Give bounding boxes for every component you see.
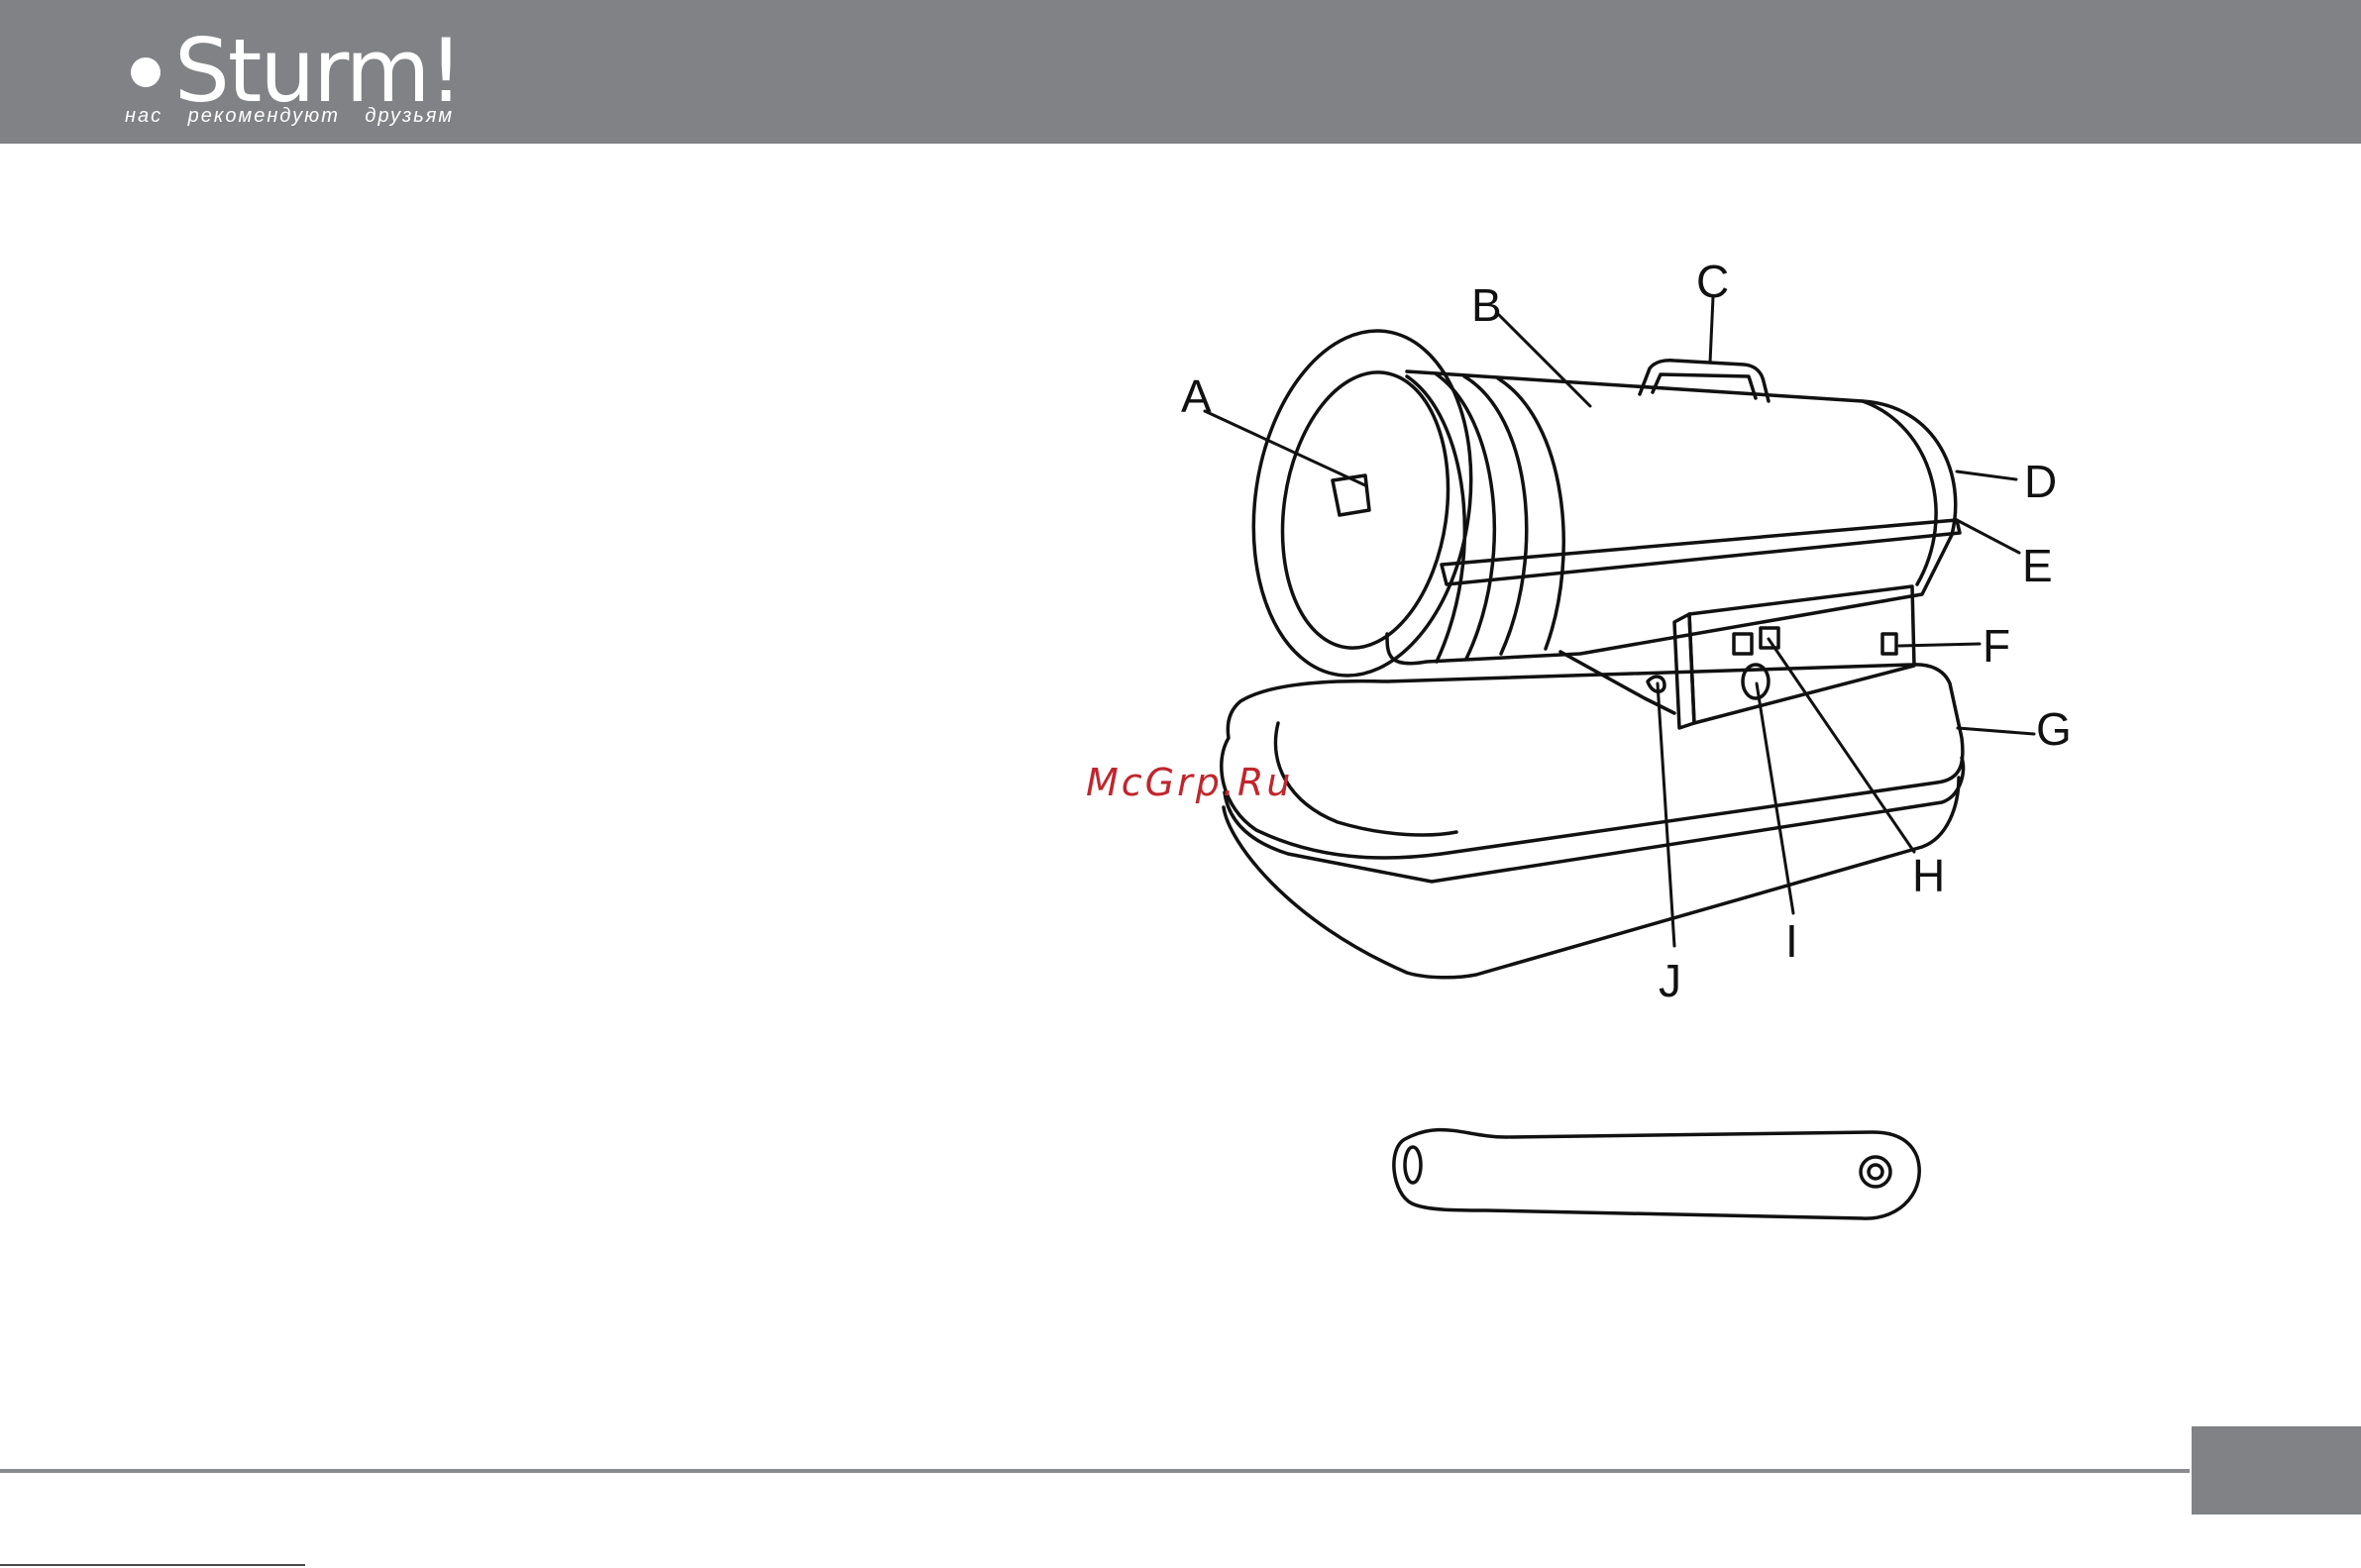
callout-line-j bbox=[1658, 683, 1674, 946]
spare-handle-outline bbox=[1394, 1130, 1919, 1219]
spare-handle-part bbox=[1394, 1130, 1919, 1219]
heater-nozzle-opening bbox=[1333, 475, 1369, 515]
label-g: G bbox=[2036, 703, 2072, 755]
heater-base-inner-edge bbox=[1276, 723, 1457, 835]
label-i: I bbox=[1785, 915, 1798, 967]
spare-handle-hole-left bbox=[1405, 1147, 1421, 1183]
heater-front-ring-outer bbox=[1233, 317, 1493, 690]
heater-illustration bbox=[1222, 317, 1964, 978]
heater-control-panel bbox=[1689, 586, 1914, 723]
label-h: H bbox=[1912, 850, 1945, 901]
label-c: C bbox=[1696, 256, 1729, 307]
callout-line-a bbox=[1205, 411, 1365, 485]
bottom-rule bbox=[0, 1564, 305, 1566]
callout-line-i bbox=[1757, 683, 1793, 913]
label-d: D bbox=[2024, 456, 2057, 507]
spare-handle-hole-right-inner bbox=[1869, 1165, 1882, 1179]
heater-body-rib-4 bbox=[1498, 378, 1563, 649]
heater-body bbox=[1387, 371, 1956, 664]
label-b: B bbox=[1471, 279, 1502, 331]
callout-line-e bbox=[1957, 520, 2019, 553]
callout-line-b bbox=[1499, 315, 1590, 406]
heater-base-bottom bbox=[1224, 778, 1959, 978]
power-socket-icon bbox=[1882, 634, 1896, 654]
footer-divider bbox=[0, 1469, 2190, 1473]
label-a: A bbox=[1181, 370, 1212, 422]
watermark: McGrp.Ru bbox=[1086, 761, 1293, 804]
switch-1-icon bbox=[1734, 634, 1752, 654]
label-j: J bbox=[1659, 955, 1681, 1006]
callout-line-f bbox=[1899, 644, 1980, 646]
label-e: E bbox=[2022, 540, 2053, 591]
heater-seam bbox=[1442, 520, 1960, 584]
callout-line-d bbox=[1957, 471, 2016, 479]
page-number-tab bbox=[2192, 1426, 2361, 1515]
spare-handle-hole-right bbox=[1861, 1157, 1890, 1187]
fuel-gauge-icon bbox=[1648, 677, 1664, 691]
callout-line-g bbox=[1958, 728, 2034, 734]
label-f: F bbox=[1983, 620, 2010, 672]
